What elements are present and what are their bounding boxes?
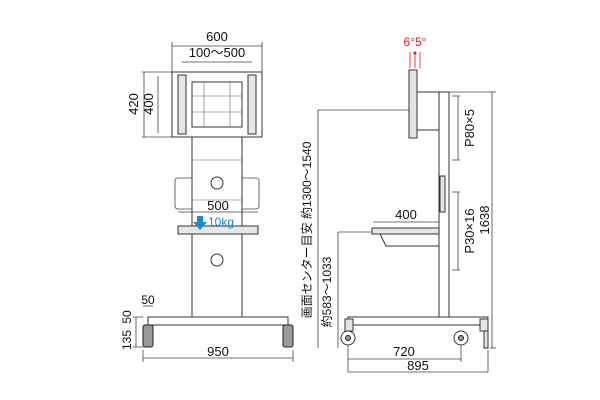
mount-height-inner-label: 400: [141, 93, 156, 115]
handle-right: [242, 177, 260, 210]
pitch-top-label: P80×5: [462, 109, 477, 147]
pitch-mid-label: P30×16: [462, 208, 477, 253]
side-base-cap-right: [479, 318, 489, 332]
side-view: 6°5° P80×5 P30×16 1638 400 画面センター目: [299, 35, 496, 373]
mount-rail-left: [177, 74, 187, 135]
shelf-height-label: 約583〜1033: [319, 256, 334, 327]
column-hole-2: [210, 253, 224, 267]
caster-right: [282, 324, 294, 348]
front-base: [147, 316, 289, 326]
side-base: [347, 316, 489, 326]
side-shelf-bracket: [379, 233, 440, 247]
side-mount-bracket: [416, 91, 440, 131]
front-view: 600 100〜500 420 400 500 10kg: [120, 29, 294, 362]
mount-rail-right: [247, 74, 257, 135]
tilt-pivot-icon: [413, 51, 417, 55]
mount-width-inner-label: 100〜500: [189, 45, 245, 60]
side-base-cap-left: [344, 318, 354, 332]
column-hole-1: [210, 176, 224, 190]
total-height-label: 1638: [477, 206, 492, 235]
side-mount-plate: [408, 69, 418, 139]
shelf-load-label: 10kg: [208, 215, 234, 229]
handle-left: [174, 177, 192, 210]
mount-height-outer-label: 420: [126, 93, 141, 115]
caster-width-label: 50: [141, 293, 155, 307]
side-adjuster-foot: [483, 330, 489, 349]
caster-left: [142, 324, 154, 348]
base-width-label: 950: [207, 344, 229, 359]
side-caster-left-hub: [345, 335, 351, 341]
shelf-width-label: 500: [207, 198, 229, 213]
tilt-angle-label: 6°5°: [404, 35, 427, 49]
base-depth-inner-label: 720: [393, 344, 415, 359]
base-depth-outer-label: 895: [407, 358, 429, 373]
screen-center-label: 画面センター目安 約1300〜1540: [299, 141, 314, 318]
shelf-depth-label: 400: [395, 207, 417, 222]
side-shelf: [371, 227, 440, 235]
caster-offset-label: 50: [120, 310, 134, 324]
mount-width-outer-label: 600: [206, 29, 228, 44]
side-caster-right-hub: [458, 335, 464, 341]
front-shelf: [177, 225, 259, 235]
mount-plate: [191, 81, 243, 128]
caster-height-label: 135: [120, 330, 134, 350]
side-column-slot: [439, 175, 446, 213]
load-arrow-icon: [193, 216, 207, 230]
